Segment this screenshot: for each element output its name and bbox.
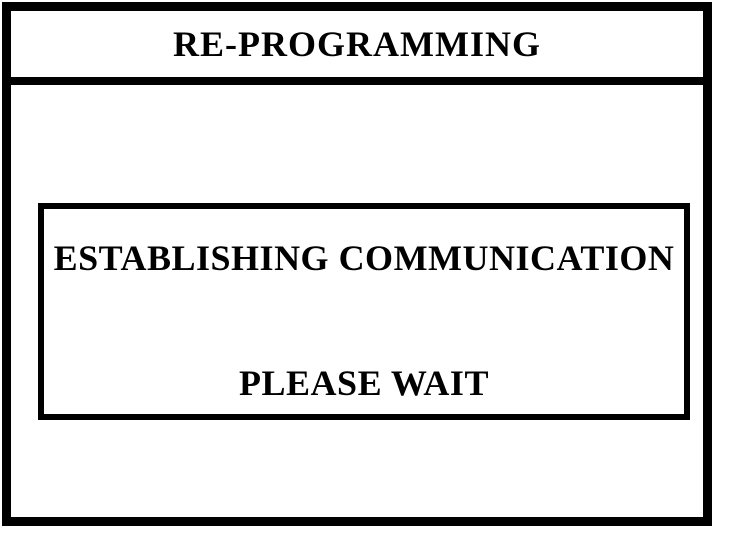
title-bar: RE-PROGRAMMING	[11, 11, 703, 85]
status-dialog: ESTABLISHING COMMUNICATION PLEASE WAIT	[38, 203, 690, 420]
screen-frame: RE-PROGRAMMING ESTABLISHING COMMUNICATIO…	[2, 2, 712, 526]
screen-title: RE-PROGRAMMING	[173, 24, 541, 64]
please-wait-message: PLEASE WAIT	[239, 363, 489, 404]
status-message: ESTABLISHING COMMUNICATION	[53, 238, 675, 278]
